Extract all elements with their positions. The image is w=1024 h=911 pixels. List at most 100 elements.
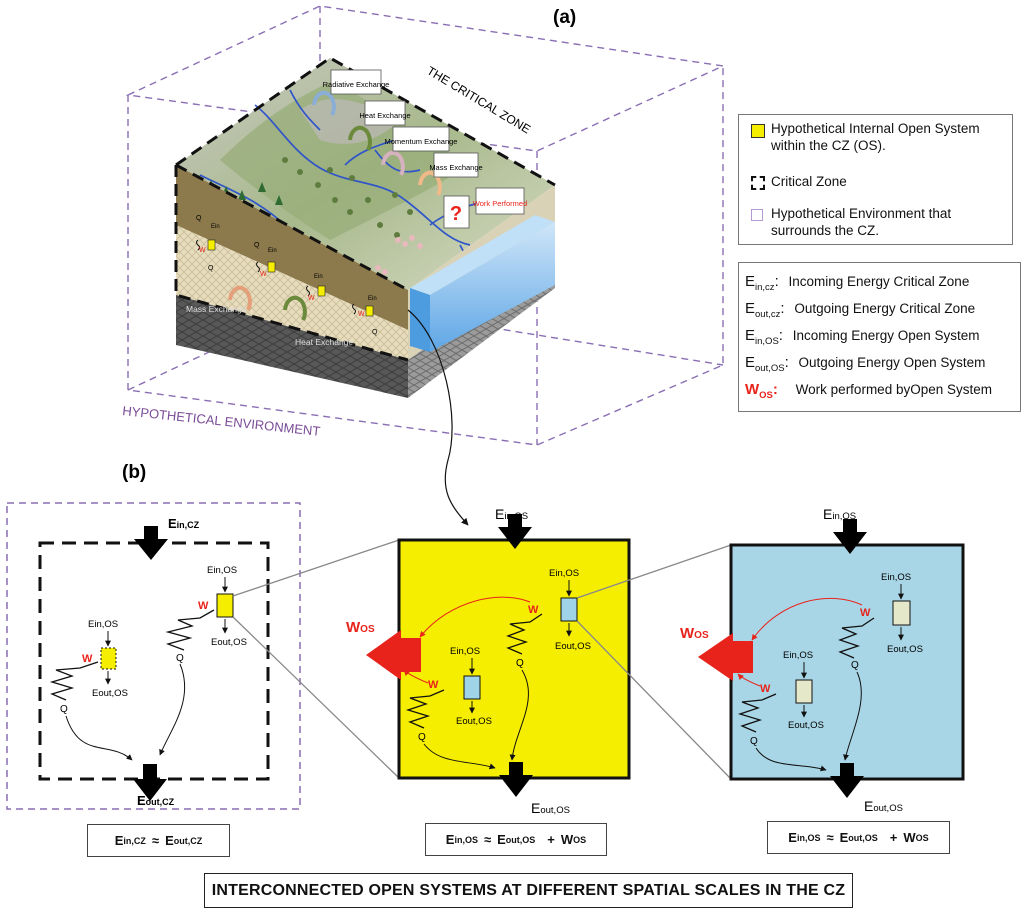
inner-eout-label: Eout,OS	[555, 641, 591, 652]
critical-zone-block: Q Ein W Q Q Ein W Ein W W Ein Q Mass Exc…	[174, 56, 556, 398]
environment-boundary	[6, 502, 301, 810]
open-system-boundary	[397, 538, 631, 780]
mini-e-label-2: Ein	[268, 248, 277, 254]
mini-q-label-2: Q	[208, 265, 214, 272]
inner-q-label: Q	[176, 653, 184, 664]
hypothetical-environment-label: HYPOTHETICAL ENVIRONMENT	[122, 403, 321, 439]
callout-heat: Heat Exchange	[359, 100, 411, 126]
water-side	[430, 222, 555, 352]
symbols-legend-box: Ein,cz: Incoming Energy Critical Zone Eo…	[738, 262, 1021, 412]
energy-in-os-arrow	[498, 514, 532, 549]
symbol-row-ein-os: Ein,OS: Incoming Energy Open System	[745, 327, 980, 347]
inner-q-label-2: Q	[60, 704, 68, 715]
work-output-arrow	[366, 630, 421, 680]
question-box: ?	[443, 195, 470, 229]
mini-q-label: Q	[196, 215, 202, 222]
inner-ein-label-2: Ein,OS	[88, 619, 118, 630]
zoom-line-bottom-2	[576, 620, 732, 780]
zoom-line-top	[232, 539, 400, 597]
mini-q-label-3: Q	[254, 242, 260, 249]
ein-cz-label: Ein,CZ	[168, 516, 200, 531]
inner-eout-label-2: Eout,OS	[788, 720, 824, 731]
subsurface-open-systems: Q Ein W Q Q Ein W Ein W W Ein Q	[196, 215, 378, 336]
ein-os-label: Ein,OS	[823, 506, 856, 522]
inner-w-label-2: W	[428, 679, 439, 691]
wos-label: WOS	[680, 625, 709, 642]
inner-w-label-2: W	[82, 653, 93, 665]
inner-open-system-2	[100, 647, 117, 670]
cz-scale-box: Ein,CZ Eout,CZ Ein,OS Eout,OS W Q Ein,OS…	[6, 502, 301, 810]
regolith-layer	[176, 225, 408, 360]
inner-w-label: W	[860, 607, 871, 619]
water-top	[410, 215, 555, 295]
momentum-exchange-label: Momentum Exchange	[385, 137, 458, 146]
open-system-boundary	[729, 543, 965, 781]
inner-eout-label-2: Eout,OS	[92, 688, 128, 699]
callout-mass: Mass Exchange	[429, 152, 483, 178]
inner-eout-label: Eout,OS	[211, 637, 247, 648]
inner-ein-label: Ein,OS	[549, 568, 579, 579]
exchange-cycle-icons	[228, 90, 442, 321]
panel-b-label: (b)	[122, 462, 146, 483]
mini-w-label-2: W	[260, 271, 267, 278]
inner-open-system	[560, 597, 578, 622]
inner-q-label-2: Q	[750, 736, 758, 747]
inner-ein-label: Ein,OS	[207, 565, 237, 576]
shrubs	[282, 157, 413, 238]
panel-a-label: (a)	[553, 7, 576, 28]
legend-box: Hypothetical Internal Open System within…	[738, 114, 1013, 245]
inner-ein-label-2: Ein,OS	[450, 646, 480, 657]
symbol-row-eout-os: Eout,OS: Outgoing Energy Open System	[745, 354, 986, 374]
water-front	[410, 288, 430, 352]
ein-os-label: Ein,OS	[495, 506, 528, 522]
inner-open-system	[216, 593, 234, 618]
energy-out-cz-arrow	[133, 764, 167, 801]
rocks	[375, 235, 423, 275]
symbol-row-eout-cz: Eout,cz: Outgoing Energy Critical Zone	[745, 300, 976, 320]
callout-radiative: Radiative Exchange	[323, 69, 390, 95]
energy-out-os-arrow	[499, 762, 533, 797]
zoom-connector-arrow	[407, 309, 469, 526]
env-legend-swatch	[751, 209, 763, 221]
subsurface-mass-exchange-label: Mass Exchange	[186, 304, 247, 314]
mini-e-label-4: Ein	[368, 296, 377, 302]
energy-in-cz-arrow	[134, 526, 168, 560]
env-legend-label: Hypothetical Environment that surrounds …	[771, 206, 952, 238]
zoom-line-top-2	[576, 544, 732, 599]
mini-e-label-3: Ein	[314, 274, 323, 280]
cz-legend-label: Critical Zone	[771, 174, 847, 189]
symbol-row-wos: WOS: Work performed byOpen System	[745, 381, 992, 401]
bedrock-layer	[176, 295, 408, 398]
mini-e-label: Ein	[211, 224, 220, 230]
heat-exchange-label: Heat Exchange	[359, 111, 410, 120]
critical-zone-outline	[174, 56, 556, 362]
inner-ein-label: Ein,OS	[881, 572, 911, 583]
cz-legend-swatch	[751, 176, 765, 190]
question-mark: ?	[450, 203, 462, 225]
figure-caption-title: INTERCONNECTED OPEN SYSTEMS AT DIFFERENT…	[204, 873, 853, 908]
wos-label: WOS	[346, 619, 375, 636]
eout-cz-label: Eout,CZ	[137, 793, 175, 808]
os-scale-box-yellow: Ein,OS Eout,OS WOS Ein,OS Eout,OS W Q Ei…	[346, 506, 631, 816]
os-legend-label: Hypothetical Internal Open System within…	[771, 121, 980, 153]
inner-w-label: W	[528, 604, 539, 616]
radiative-exchange-label: Radiative Exchange	[323, 80, 390, 89]
mini-w-label-4: W	[358, 311, 365, 318]
critical-zone-boundary	[38, 541, 270, 781]
eout-os-label: Eout,OS	[531, 800, 570, 816]
work-performed-label: Work Performed	[473, 199, 527, 208]
mini-w-label: W	[199, 247, 206, 254]
work-output-arrow	[698, 633, 753, 681]
mini-w-label-3: W	[308, 295, 315, 302]
inner-open-system-2	[463, 675, 481, 700]
zoom-line-bottom	[232, 616, 400, 779]
eout-os-label: Eout,OS	[864, 798, 903, 814]
symbol-row-ein-cz: Ein,cz: Incoming Energy Critical Zone	[745, 273, 970, 293]
energy-in-os-arrow	[833, 519, 867, 554]
inner-w-label-2: W	[760, 683, 771, 695]
inner-q-label: Q	[516, 658, 524, 669]
inner-w-label: W	[198, 600, 209, 612]
